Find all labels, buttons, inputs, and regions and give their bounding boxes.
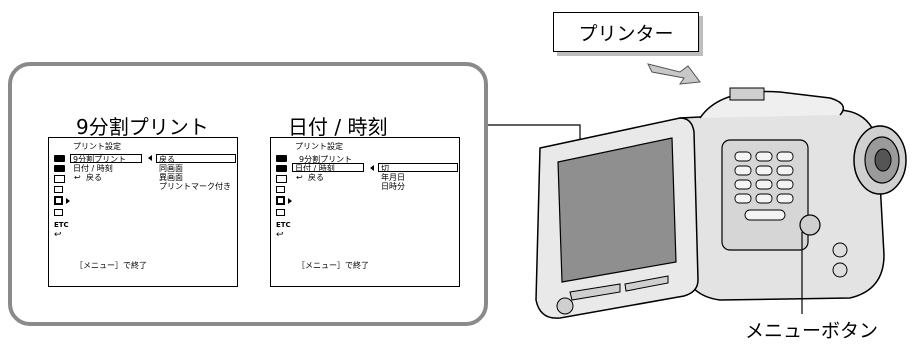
- option-off[interactable]: 切: [381, 164, 389, 173]
- option-pointer-icon: [148, 155, 152, 161]
- lcd-screen: [557, 137, 677, 283]
- menu-dial: [799, 214, 821, 236]
- menu-header: プリント設定: [73, 142, 121, 151]
- menu-item-return[interactable]: 戻る: [86, 173, 102, 182]
- shoe-accessory: [729, 87, 765, 101]
- menu-item-nine-split[interactable]: 9分割プリント: [299, 155, 353, 164]
- option-return[interactable]: 戻る: [159, 155, 175, 164]
- menu-item-date-time[interactable]: 日付 / 時刻: [295, 164, 335, 173]
- menu-item-date-time[interactable]: 日付 / 時刻: [73, 164, 113, 173]
- menu-footer: ［メニュー］で終了: [297, 261, 369, 270]
- setup-icon: [54, 209, 63, 216]
- print-selected-arrow-icon: [288, 198, 292, 204]
- print-icon: [276, 196, 285, 205]
- return-arrow-icon: ↩: [74, 173, 81, 182]
- printer-label-box: プリンター: [553, 12, 699, 52]
- selected-item-highlight: [70, 154, 142, 163]
- selected-option-highlight: [156, 154, 236, 163]
- camera-setting-icon: [276, 165, 287, 172]
- option-print-mark[interactable]: プリントマーク付き: [159, 182, 231, 191]
- camcorder-handle: [699, 90, 845, 119]
- screen-title-nine-split: 9分割プリント: [76, 115, 209, 139]
- menu-item-return[interactable]: 戻る: [308, 173, 324, 182]
- menu-button-label: メニューボタン: [745, 320, 879, 342]
- menu-item-nine-split[interactable]: 9分割プリント: [73, 155, 127, 164]
- print-icon: [54, 196, 63, 205]
- camera-tape-icon: [276, 155, 287, 162]
- menu-screen-date-time: プリント設定 ETC ↩ 9分割プリント 日付 / 時刻 ↩ 戻る 切 年月日 …: [270, 137, 460, 287]
- option-year-month-day[interactable]: 年月日: [381, 173, 405, 182]
- return-icon: ↩: [54, 230, 62, 240]
- setup-icon: [276, 209, 285, 216]
- lcd-setting-icon: [276, 175, 287, 183]
- return-arrow-icon: ↩: [296, 173, 303, 182]
- menu-footer: ［メニュー］で終了: [75, 261, 147, 270]
- screen-title-date-time: 日付 / 時刻: [288, 115, 388, 139]
- camera-tape-icon: [54, 155, 65, 162]
- menu-screen-nine-split: プリント設定 ETC ↩ 9分割プリント 日付 / 時刻 ↩ 戻る 戻る 同画面…: [48, 137, 238, 287]
- etc-icon: ETC: [276, 221, 291, 229]
- lcd-setting-icon: [54, 175, 65, 183]
- return-icon: ↩: [276, 230, 284, 240]
- memory-icon: [276, 186, 285, 193]
- option-pointer-icon: [370, 165, 374, 171]
- option-different-image[interactable]: 異画面: [159, 173, 183, 182]
- memory-icon: [54, 186, 63, 193]
- printer-label: プリンター: [578, 22, 674, 45]
- option-day-hour-minute[interactable]: 日時分: [381, 182, 405, 191]
- selected-option-highlight: [378, 163, 458, 172]
- selected-item-highlight: [292, 163, 364, 172]
- lens-glass-inner: [874, 148, 892, 172]
- printer-direction-arrow: [647, 63, 701, 85]
- camera-setting-icon: [54, 165, 65, 172]
- option-same-image[interactable]: 同画面: [159, 164, 183, 173]
- print-selected-arrow-icon: [66, 198, 70, 204]
- etc-icon: ETC: [54, 221, 69, 229]
- menu-header: プリント設定: [295, 142, 343, 151]
